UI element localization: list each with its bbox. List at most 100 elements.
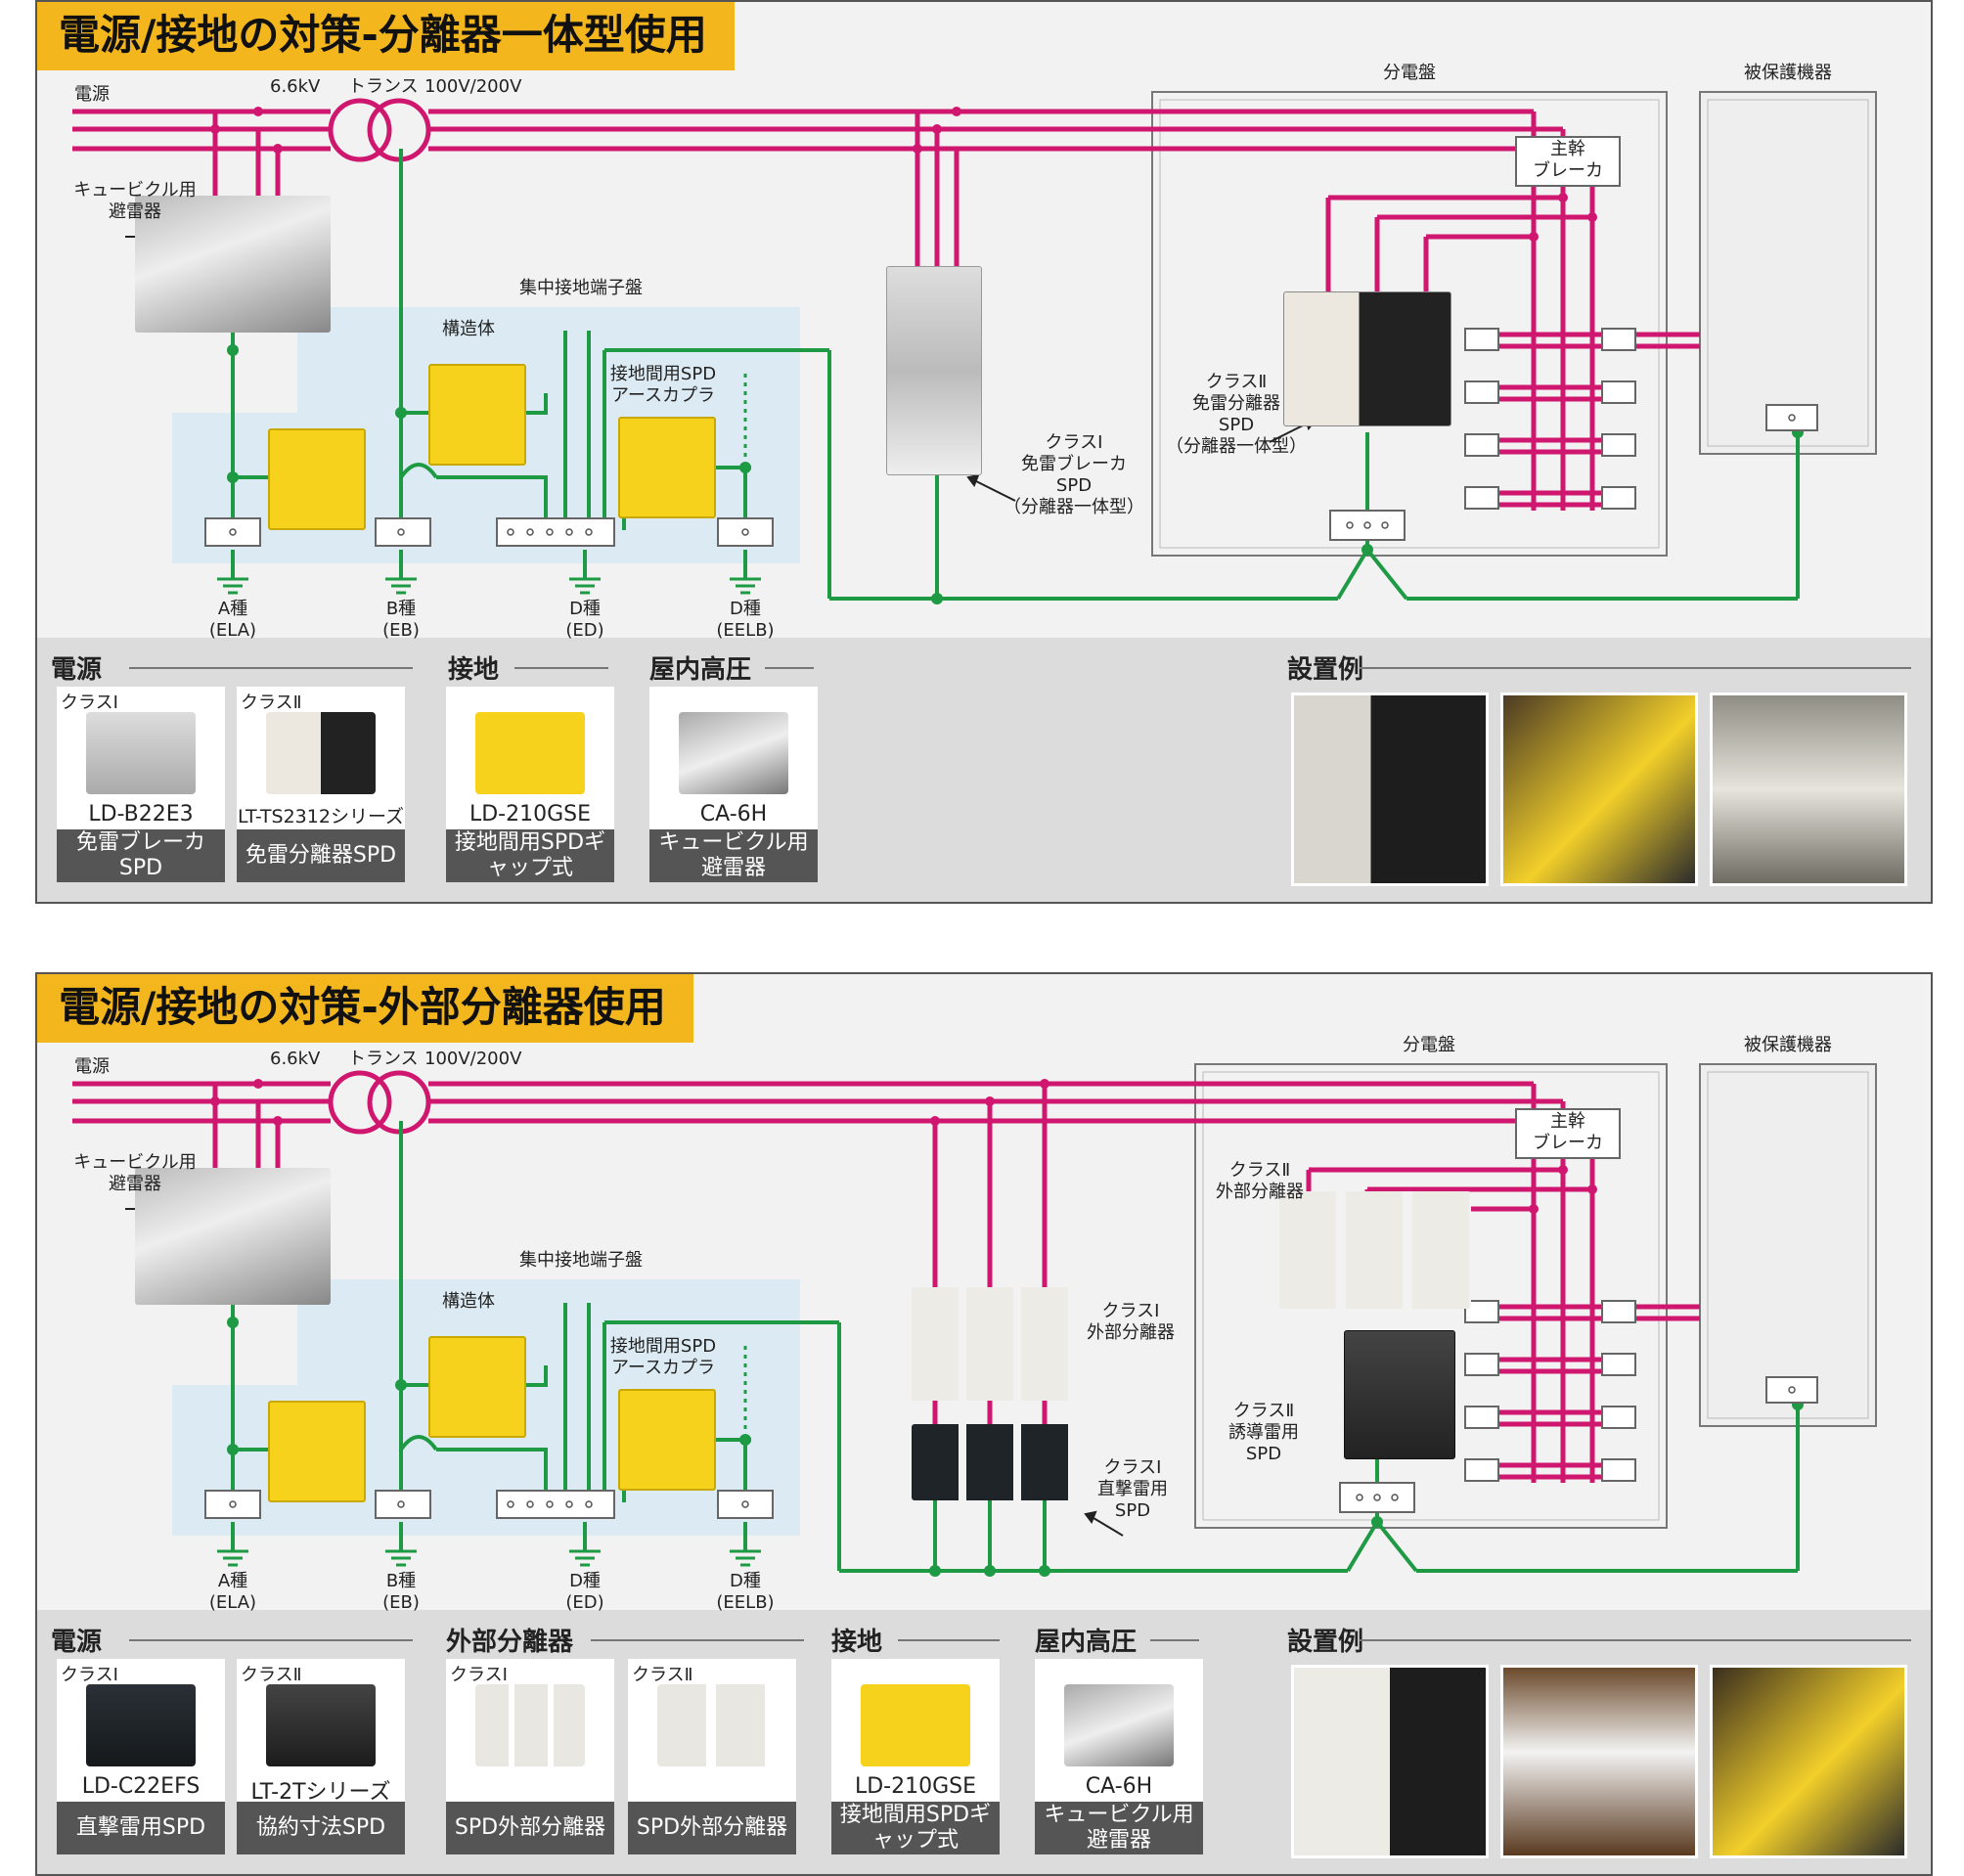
structure-label: 構造体	[442, 319, 495, 339]
spd-coupler-image	[268, 428, 366, 530]
group-title-indoor-hv: 屋内高圧	[1035, 1628, 1138, 1657]
card-model: LD-B22E3	[88, 802, 194, 826]
protected-label: 被保護機器	[1744, 1035, 1832, 1055]
class1-external-separator-image	[912, 1287, 1072, 1401]
product-image	[475, 1684, 585, 1766]
install-photo	[1500, 1665, 1698, 1858]
card-model: CA-6H	[699, 802, 768, 826]
product-card[interactable]: CA-6H キュービクル用避雷器	[649, 687, 818, 882]
card-desc: 接地間用SPDギャップ式	[446, 829, 614, 882]
group-title-power: 電源	[51, 1628, 103, 1657]
dist-board-label: 分電盤	[1403, 1035, 1455, 1055]
panel-title: 電源/接地の対策-分離器一体型使用	[37, 2, 735, 70]
product-image	[1064, 1684, 1174, 1766]
product-card[interactable]: クラスⅡ LT-2Tシリーズ 協約寸法SPD	[237, 1659, 405, 1854]
card-class: クラスⅡ	[241, 1665, 302, 1685]
spd-coupler-image	[428, 1336, 526, 1438]
product-card[interactable]: クラスⅠ SPD外部分離器	[446, 1659, 614, 1854]
install-photo	[1291, 692, 1489, 886]
hv-label: 6.6kV	[270, 1049, 321, 1069]
product-card[interactable]: LD-210GSE 接地間用SPDギャップ式	[831, 1659, 1000, 1854]
card-desc: 直撃雷用SPD	[57, 1802, 225, 1854]
product-card[interactable]: クラスⅠ LD-B22E3 免雷ブレーカSPD	[57, 687, 225, 882]
diagram-panel-integrated: 電源/接地の対策-分離器一体型使用	[35, 0, 1933, 904]
group-title-install: 設置例	[1287, 655, 1364, 685]
earth-board-label: 集中接地端子盤	[519, 278, 643, 298]
card-desc: 免雷ブレーカSPD	[57, 829, 225, 882]
protected-label: 被保護機器	[1744, 63, 1832, 83]
transformer-label: トランス	[348, 1049, 419, 1069]
group-title-external-separator: 外部分離器	[446, 1628, 574, 1657]
card-model: LT-2Tシリーズ	[250, 1780, 391, 1805]
lv-label: 100V/200V	[424, 1049, 522, 1069]
card-model: LT-TS2312シリーズ	[237, 806, 404, 827]
product-card[interactable]: クラスⅡ SPD外部分離器	[628, 1659, 796, 1854]
dist-board-label: 分電盤	[1383, 63, 1436, 83]
power-lines	[72, 109, 1700, 511]
ground-lines	[231, 149, 1800, 601]
main-breaker-label: 主幹ブレーカ	[1533, 1111, 1603, 1153]
ground-a-label: A種(ELA)	[208, 1571, 257, 1613]
card-class: クラスⅡ	[632, 1665, 693, 1685]
product-card[interactable]: CA-6H キュービクル用避雷器	[1035, 1659, 1203, 1854]
product-image	[86, 712, 196, 794]
install-photo	[1291, 1665, 1489, 1858]
spd-coupler-image	[268, 1401, 366, 1502]
card-desc: SPD外部分離器	[628, 1802, 796, 1854]
class2-separator-spd-image	[1283, 291, 1451, 426]
card-desc: キュービクル用避雷器	[1035, 1802, 1203, 1854]
install-photo	[1710, 692, 1907, 886]
earth-board-label: 集中接地端子盤	[519, 1250, 643, 1271]
main-breaker-label: 主幹ブレーカ	[1533, 139, 1603, 181]
cubicle-label: キュービクル用避雷器	[73, 180, 197, 222]
group-title-ground: 接地	[448, 655, 500, 685]
group-title-power: 電源	[51, 655, 103, 685]
group-title-indoor-hv: 屋内高圧	[649, 655, 752, 685]
card-class: クラスⅠ	[61, 1665, 118, 1685]
hv-label: 6.6kV	[270, 76, 321, 97]
card-model: LD-210GSE	[854, 1774, 977, 1799]
product-image	[266, 1684, 376, 1766]
card-desc: 接地間用SPDギャップ式	[831, 1802, 1000, 1854]
product-card[interactable]: LD-210GSE 接地間用SPDギャップ式	[446, 687, 614, 882]
ground-b-label: B種(EB)	[382, 599, 420, 641]
ground-d-eelb-label: D種(EELB)	[716, 599, 775, 641]
class2-external-separator-image	[1279, 1191, 1471, 1309]
group-title-ground: 接地	[831, 1628, 883, 1657]
product-image	[679, 712, 788, 794]
transformer-label: トランス	[348, 76, 419, 97]
protected-equipment	[1699, 91, 1877, 455]
card-desc: SPD外部分離器	[446, 1802, 614, 1854]
group-title-install: 設置例	[1287, 1628, 1364, 1657]
card-model: LD-C22EFS	[81, 1774, 201, 1799]
card-model: CA-6H	[1085, 1774, 1153, 1799]
main-breaker-box	[1515, 136, 1621, 187]
spd-coupler-image	[618, 417, 716, 518]
card-desc: 協約寸法SPD	[237, 1802, 405, 1854]
card-desc: 免雷分離器SPD	[237, 829, 405, 882]
lv-label: 100V/200V	[424, 76, 522, 97]
card-class: クラスⅠ	[61, 692, 118, 713]
product-card[interactable]: クラスⅡ LT-TS2312シリーズ 免雷分離器SPD	[237, 687, 405, 882]
cubicle-arrester-image	[135, 196, 331, 333]
install-photo	[1500, 692, 1698, 886]
ground-d-eelb-label: D種(EELB)	[716, 1571, 775, 1613]
ground-d-label: D種(ED)	[565, 1571, 604, 1613]
class1-direct-spd-image	[912, 1424, 1072, 1500]
card-class: クラスⅡ	[241, 692, 302, 713]
product-image	[861, 1684, 970, 1766]
install-photo	[1710, 1665, 1907, 1858]
product-image	[266, 712, 376, 794]
product-image	[657, 1684, 767, 1766]
product-card[interactable]: クラスⅠ LD-C22EFS 直撃雷用SPD	[57, 1659, 225, 1854]
ground-a-label: A種(ELA)	[208, 599, 257, 641]
diagram-panel-external: 電源/接地の対策-外部分離器使用	[35, 972, 1933, 1876]
source-label: 電源	[74, 1056, 110, 1077]
structure-label: 構造体	[442, 1291, 495, 1312]
